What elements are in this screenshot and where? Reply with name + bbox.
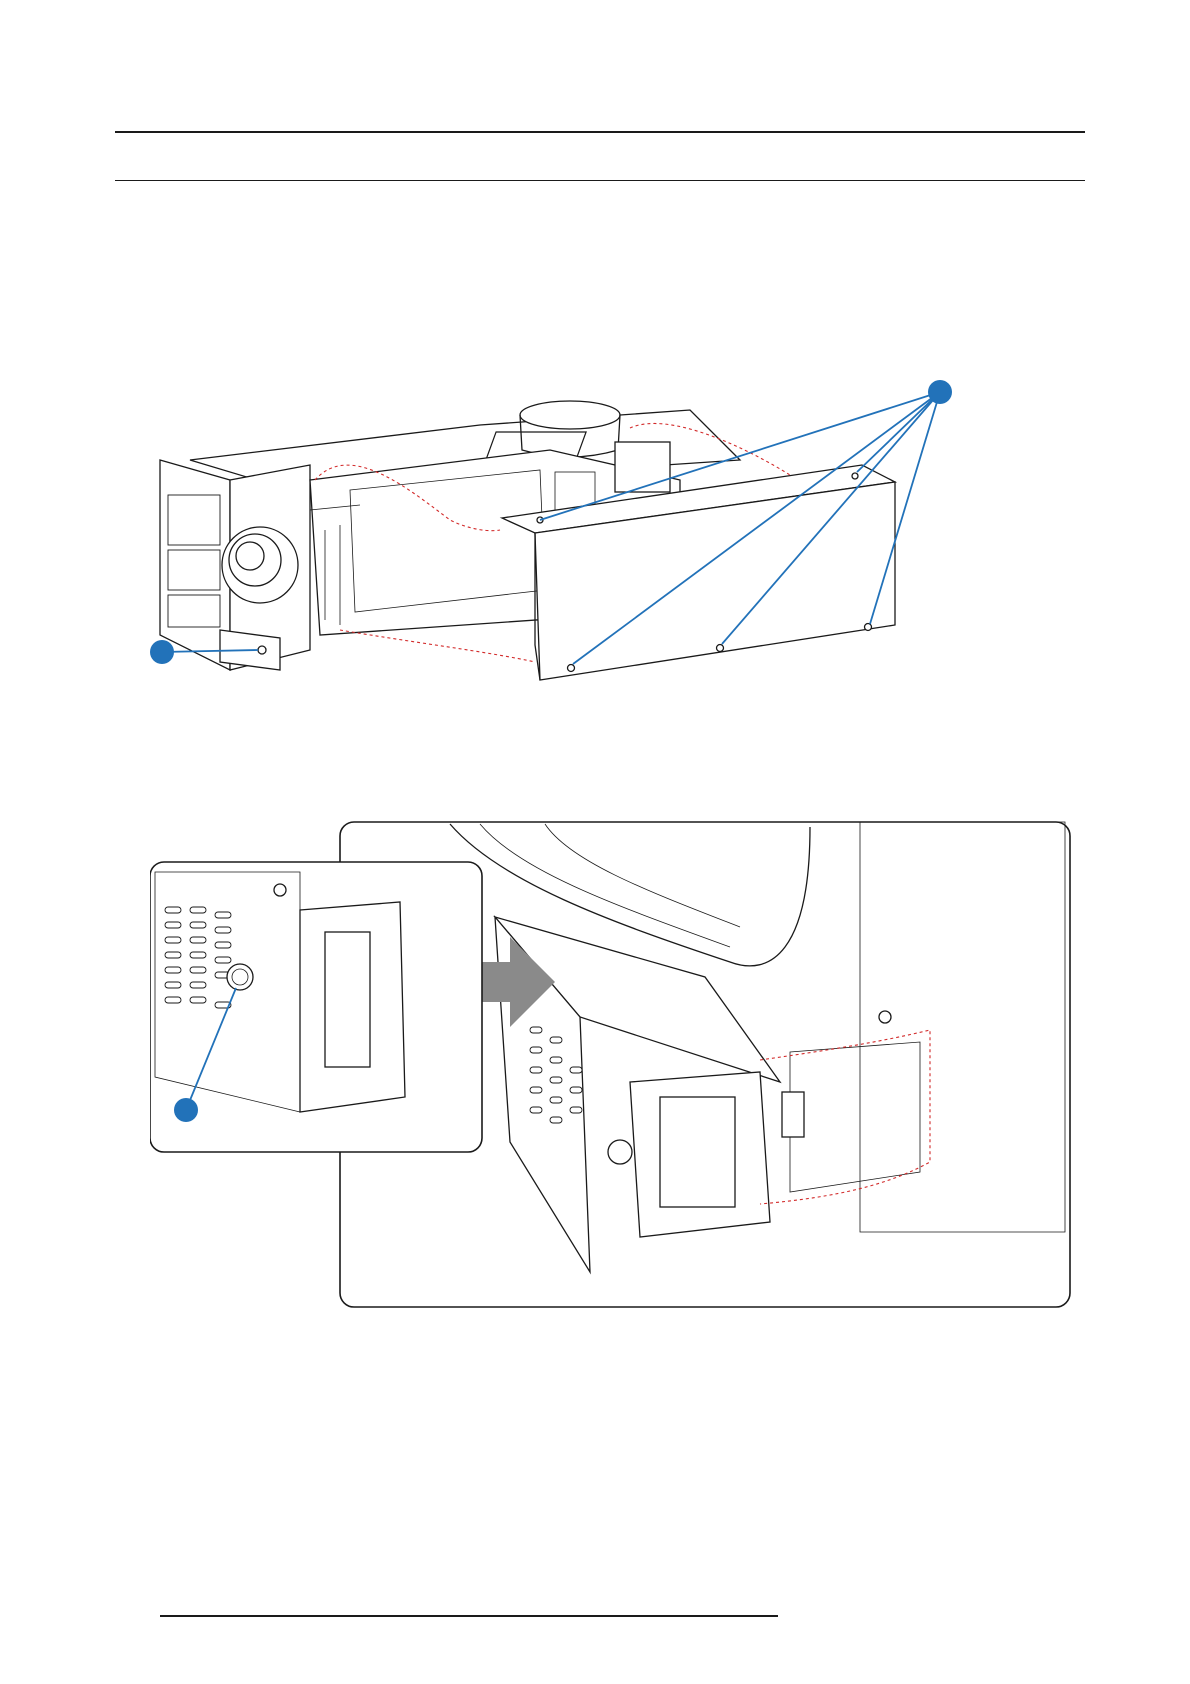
lens-assembly — [222, 527, 298, 603]
callout-a — [928, 380, 952, 404]
cover-release-button — [608, 1140, 632, 1164]
front-release-button — [258, 646, 266, 654]
front-vent-grille — [168, 495, 220, 627]
header-rule-top — [115, 131, 1085, 133]
cut-line-bottom — [340, 630, 535, 662]
inset-release-button — [227, 964, 253, 990]
callout-c — [174, 1098, 198, 1122]
side-cover-detail-illustration — [150, 812, 1080, 1312]
header-rule-bottom — [115, 180, 1085, 181]
inset-handle-opening — [325, 932, 370, 1067]
inset-screw — [274, 884, 286, 896]
bracket-latch — [782, 1092, 804, 1137]
callout-b — [150, 640, 174, 664]
chassis-screw — [879, 1011, 891, 1023]
exhaust-chimney-top — [520, 401, 620, 429]
footer-rule — [160, 1615, 778, 1617]
projector-side-cover-illustration — [150, 380, 1050, 740]
handle-opening — [660, 1097, 735, 1207]
right-rear-block — [615, 442, 670, 492]
